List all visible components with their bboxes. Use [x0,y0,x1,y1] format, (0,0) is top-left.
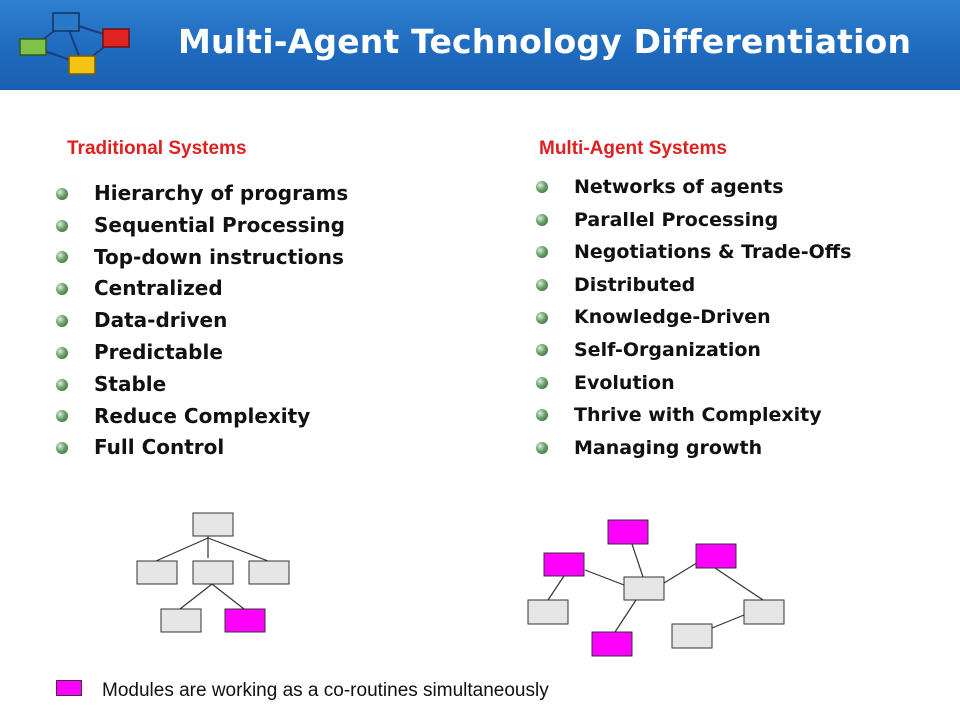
list-item-label: Networks of agents [574,176,784,198]
legend-text: Modules are working as a co-routines sim… [102,680,549,701]
traditional-systems-heading: Traditional Systems [67,138,247,159]
header-bar: Multi-Agent Technology Differentiation [0,0,960,90]
list-item-label: Parallel Processing [574,208,779,231]
list-item-label: Hierarchy of programs [94,181,349,205]
bullet-icon [56,315,68,328]
module-box [248,560,290,585]
list-item-label: Reduce Complexity [94,403,311,428]
module-box [136,560,178,585]
module-box [192,512,234,537]
module-box [160,608,202,633]
list-item: Knowledge-Driven [536,301,851,334]
list-item-label: Negotiations & Trade-Offs [574,241,852,264]
bullet-icon [56,251,68,264]
bullet-icon [56,378,68,391]
connector-line [547,575,565,601]
list-item-label: Thrive with Complexity [574,404,822,427]
multi-agent-systems-heading: Multi-Agent Systems [539,138,727,159]
traditional-systems-list: Hierarchy of programs Sequential Process… [56,178,348,464]
bullet-icon [536,344,548,357]
list-item-label: Knowledge-Driven [574,306,771,329]
active-module-box [591,631,633,657]
list-item-label: Top-down instructions [94,244,344,269]
list-item-label: Evolution [574,371,675,394]
list-item: Hierarchy of programs [56,178,348,210]
connector-line [714,567,764,601]
active-module-box [695,543,737,569]
bullet-icon [536,246,548,259]
list-item: Centralized [56,273,348,305]
hierarchy-diagram [136,512,290,633]
list-item: Evolution [536,367,851,400]
list-item-label: Managing growth [574,436,763,459]
bullet-icon [536,279,548,292]
list-item: Sequential Processing [56,210,348,242]
list-item: Negotiations & Trade-Offs [536,236,851,269]
list-item: Reduce Complexity [56,401,348,433]
bullet-icon [536,181,548,194]
list-item: Parallel Processing [536,204,851,237]
module-box [527,599,569,625]
module-box [743,599,785,625]
list-item: Predictable [56,337,348,369]
bullet-icon [56,410,68,423]
multi-agent-systems-list: Networks of agents Parallel Processing N… [536,171,851,464]
module-box [671,623,713,649]
bullet-icon [56,442,68,455]
network-diagram [527,519,785,657]
active-module-box [543,552,585,577]
list-item-label: Full Control [94,435,225,460]
connector-line [584,569,625,586]
page-title: Multi-Agent Technology Differentiation [178,22,912,61]
list-item: Stable [56,369,348,401]
connector-line [211,583,245,610]
list-item-label: Self-Organization [574,338,761,361]
list-item: Data-driven [56,305,348,337]
legend-swatch [56,680,82,696]
list-item-label: Centralized [94,276,223,301]
bullet-icon [536,311,548,324]
bullet-icon [56,219,68,232]
list-item: Distributed [536,269,851,302]
bullet-icon [536,213,548,226]
connector-line [631,543,644,578]
connector-line [711,614,745,629]
active-module-box [224,608,266,633]
network-logo-icon [19,12,130,75]
list-item: Thrive with Complexity [536,399,851,432]
list-item-label: Stable [94,371,167,396]
list-item: Managing growth [536,432,851,465]
active-module-box [607,519,649,545]
list-item: Self-Organization [536,334,851,367]
list-item-label: Data-driven [94,308,228,333]
connector-line [207,537,269,562]
list-item: Full Control [56,432,348,464]
module-box [192,560,234,585]
list-item-label: Predictable [94,339,223,364]
connector-line [179,583,213,610]
bullet-icon [536,442,548,455]
bullet-icon [536,409,548,422]
bullet-icon [536,376,548,389]
bullet-icon [56,346,68,359]
list-item: Top-down instructions [56,242,348,274]
list-item-label: Sequential Processing [94,212,345,237]
bullet-icon [56,187,68,200]
module-box [623,576,665,601]
list-item: Networks of agents [536,171,851,204]
connector-line [614,599,637,633]
connector-line [663,560,701,584]
connector-line [155,537,209,562]
bullet-icon [56,283,68,296]
list-item-label: Distributed [574,273,696,296]
